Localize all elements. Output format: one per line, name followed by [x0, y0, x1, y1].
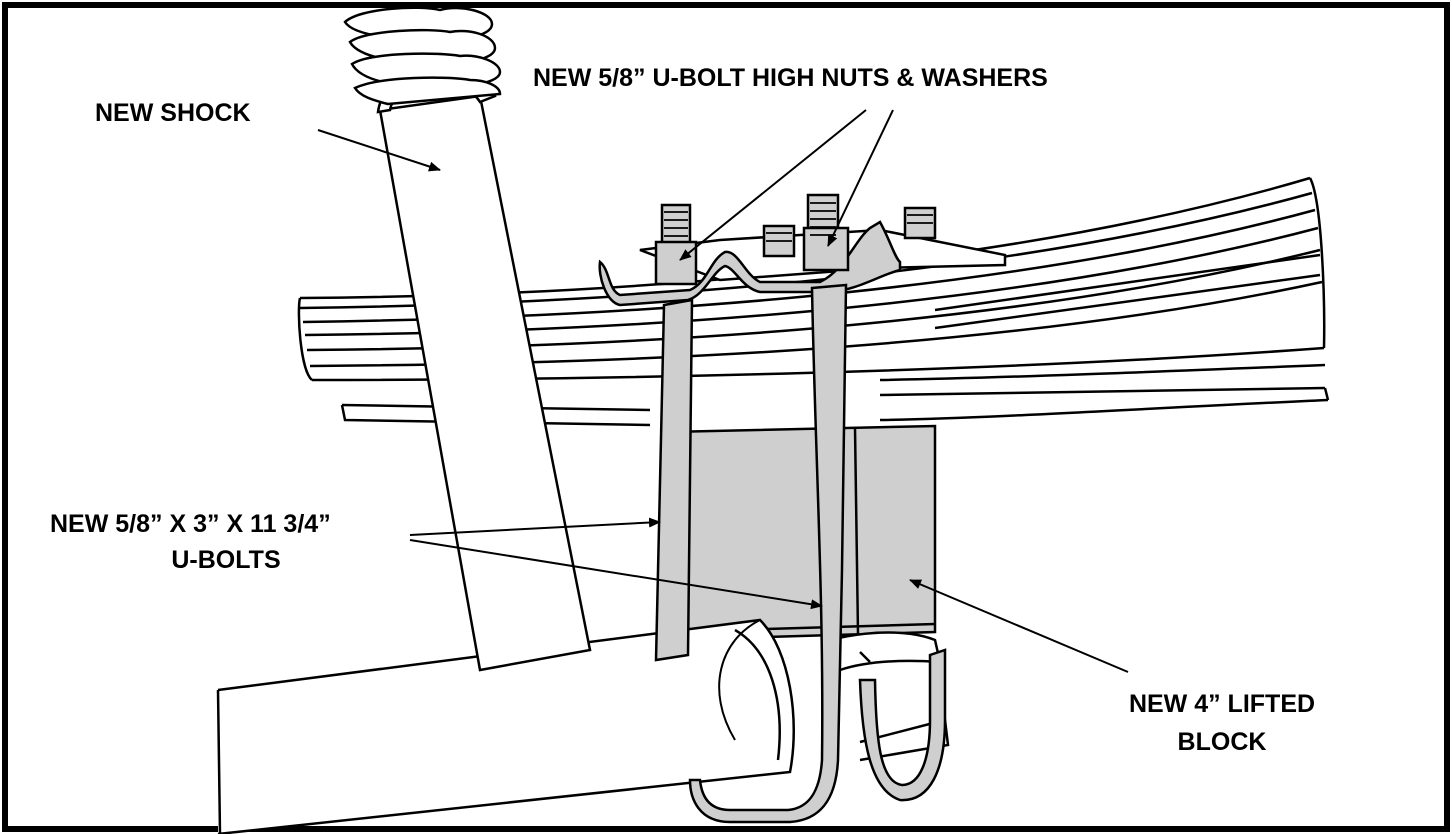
- lift-block: [666, 424, 937, 642]
- label-u-bolts-line2: U-BOLTS: [171, 546, 280, 574]
- label-u-bolts-line1: NEW 5/8” X 3” X 11 3/4”: [50, 510, 331, 538]
- shock-leader: [317, 129, 441, 172]
- label-lifted-block-line1: NEW 4” LIFTED: [1129, 690, 1315, 718]
- ubolts-leader-right: [409, 539, 823, 610]
- axle-tube: [216, 618, 950, 834]
- label-high-nuts-washers: NEW 5/8” U-BOLT HIGH NUTS & WASHERS: [533, 64, 1048, 92]
- label-lifted-block-line2: BLOCK: [1178, 728, 1267, 756]
- label-new-shock: NEW SHOCK: [95, 99, 251, 127]
- u-bolts: [654, 283, 947, 824]
- leader-arrows: [317, 109, 1129, 673]
- nuts-leader-right: [827, 109, 894, 247]
- u-bolt-nuts: [654, 193, 937, 286]
- shock-absorber: [343, 6, 592, 672]
- ubolts-leader-left: [409, 517, 661, 536]
- nuts-leader-left: [679, 109, 867, 261]
- block-leader: [909, 579, 1129, 673]
